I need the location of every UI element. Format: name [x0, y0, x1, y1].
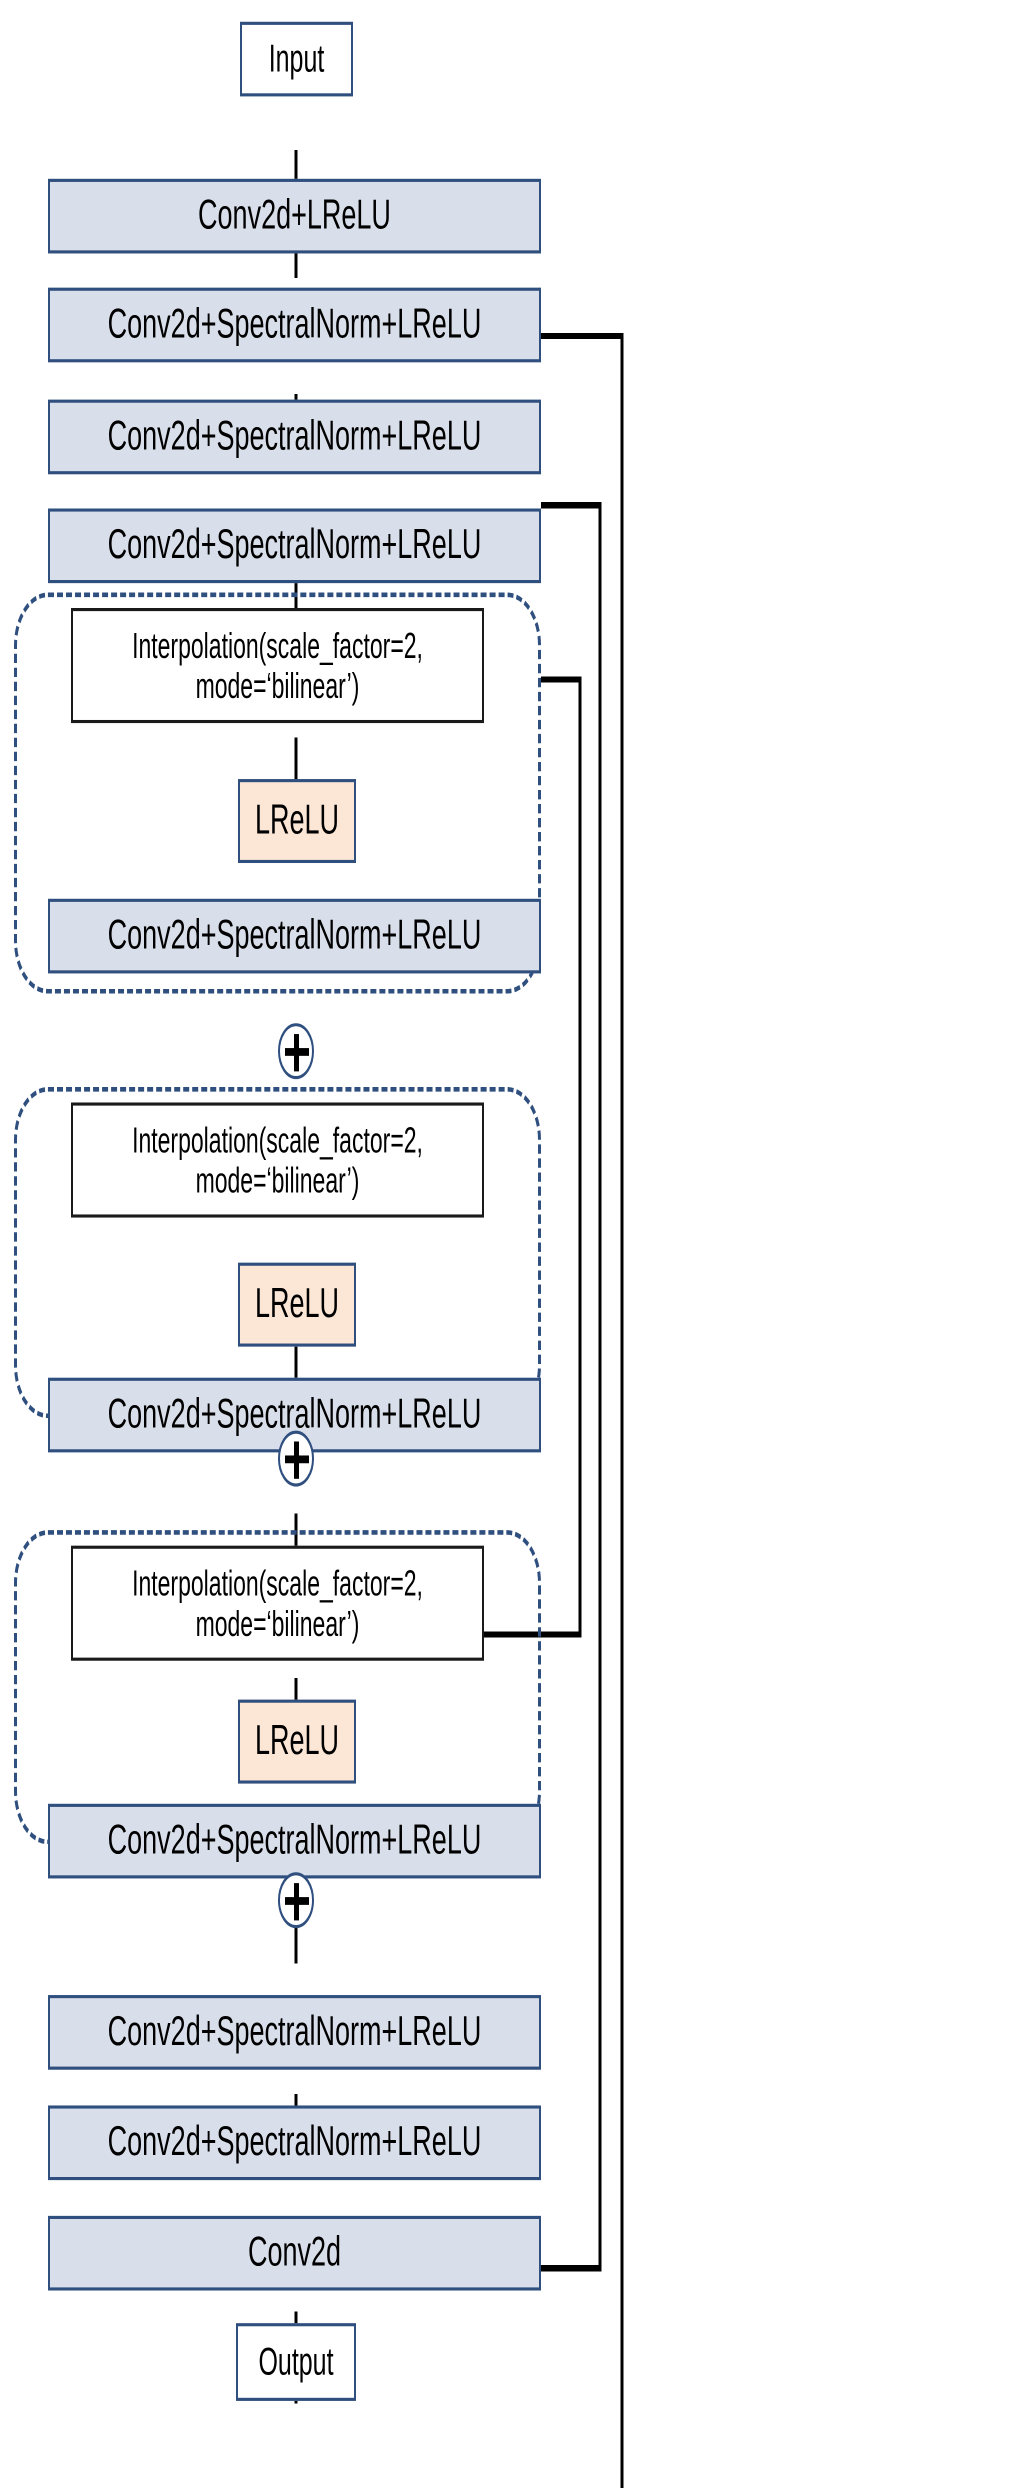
node-conv-sn-lrelu-enc-1[interactable]: Conv2d+SpectralNorm+LReLU	[48, 287, 541, 363]
residual-group-1	[14, 592, 541, 994]
node-interpolation-3[interactable]: Interpolation(scale_factor=2, mode=‘bili…	[71, 1545, 484, 1661]
node-lrelu-2[interactable]: LReLU	[238, 1262, 356, 1347]
node-conv-sn-lrelu-dec-1[interactable]: Conv2d+SpectralNorm+LReLU	[48, 898, 541, 974]
plus-vertical-icon	[293, 1034, 299, 1072]
sum-junction-2[interactable]	[278, 1430, 314, 1487]
node-output[interactable]: Output	[236, 2323, 356, 2401]
node-interpolation-1[interactable]: Interpolation(scale_factor=2, mode=‘bili…	[71, 608, 484, 724]
node-lrelu-3[interactable]: LReLU	[238, 1699, 356, 1784]
sum-junction-3[interactable]	[278, 1872, 314, 1929]
node-conv2d-tail[interactable]: Conv2d	[48, 2215, 541, 2291]
sum-junction-1[interactable]	[278, 1023, 314, 1080]
plus-vertical-icon	[293, 1883, 299, 1921]
plus-vertical-icon	[293, 1441, 299, 1479]
node-input[interactable]: Input	[240, 21, 353, 97]
node-conv-sn-lrelu-enc-3[interactable]: Conv2d+SpectralNorm+LReLU	[48, 508, 541, 584]
node-lrelu-1[interactable]: LReLU	[238, 779, 356, 864]
node-conv-sn-lrelu-enc-2[interactable]: Conv2d+SpectralNorm+LReLU	[48, 399, 541, 475]
node-conv2d-lrelu-1[interactable]: Conv2d+LReLU	[48, 178, 541, 254]
node-conv-sn-lrelu-tail-2[interactable]: Conv2d+SpectralNorm+LReLU	[48, 2105, 541, 2181]
node-interpolation-2[interactable]: Interpolation(scale_factor=2, mode=‘bili…	[71, 1102, 484, 1218]
node-conv-sn-lrelu-tail-1[interactable]: Conv2d+SpectralNorm+LReLU	[48, 1995, 541, 2070]
node-conv-sn-lrelu-dec-3[interactable]: Conv2d+SpectralNorm+LReLU	[48, 1803, 541, 1879]
